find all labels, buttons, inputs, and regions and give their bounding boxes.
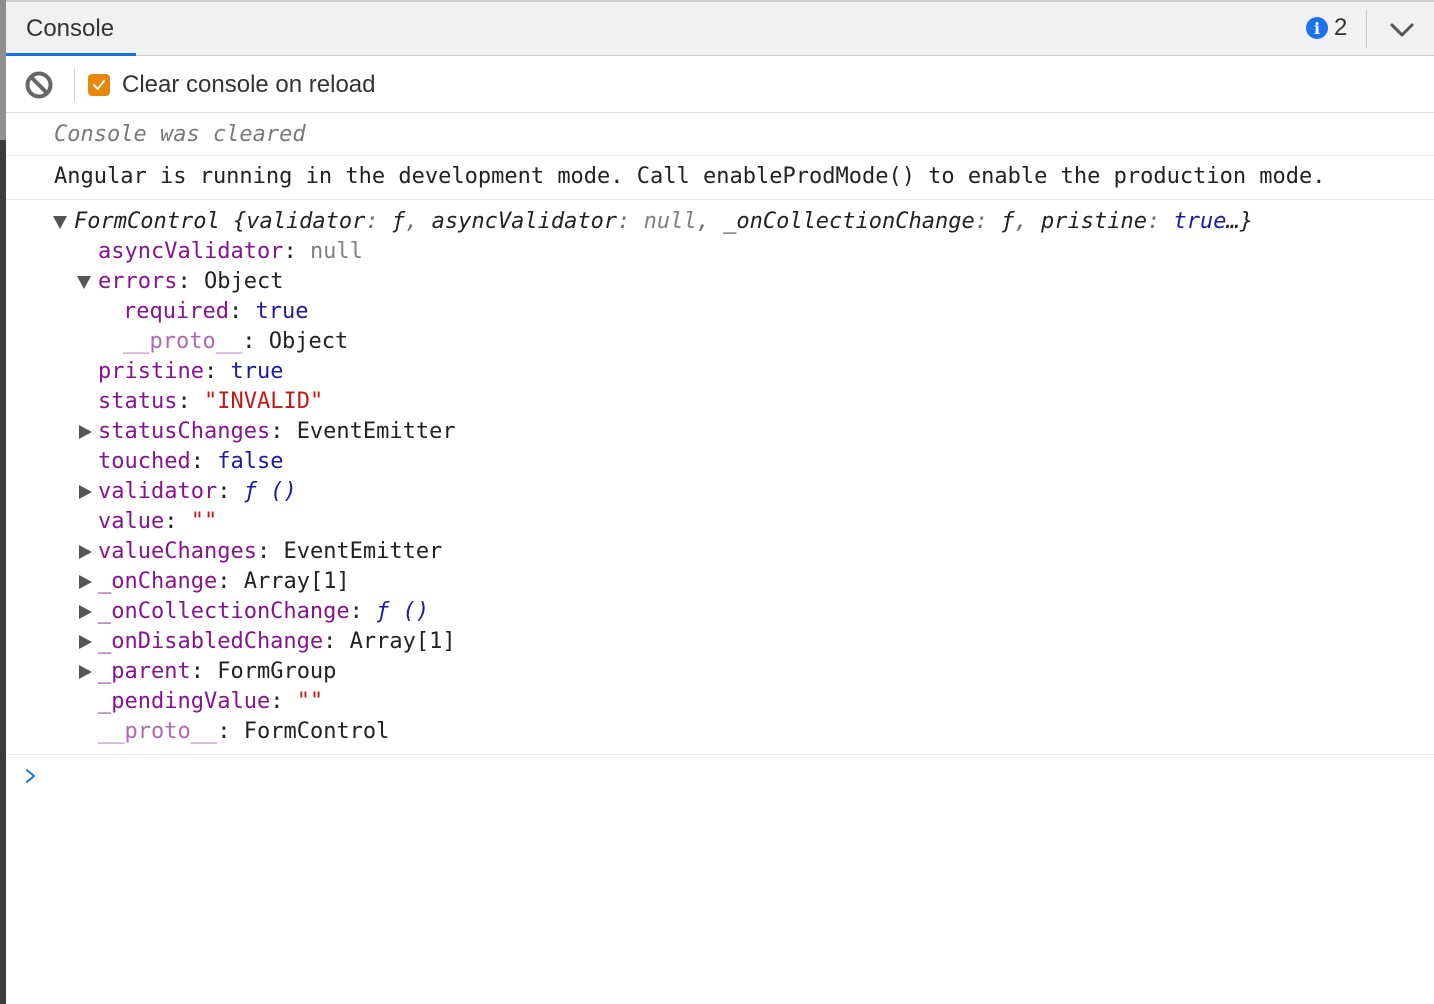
active-tab-indicator (6, 53, 136, 57)
console-cleared-message: Console was cleared (6, 114, 1434, 156)
drawer-tab-bar: Console i 2 (6, 0, 1434, 57)
property-row[interactable]: required: true (123, 299, 309, 324)
expand-triangle-icon[interactable] (79, 485, 92, 499)
property-row[interactable]: touched: false (98, 449, 284, 474)
property-row[interactable]: asyncValidator: null (98, 239, 363, 264)
property-row[interactable]: valueChanges: EventEmitter (98, 539, 443, 564)
tab-console-label: Console (26, 15, 115, 42)
info-messages-badge[interactable]: i 2 (1306, 12, 1347, 44)
property-row[interactable]: _pendingValue: "" (98, 689, 324, 714)
toolbar-divider (74, 68, 75, 102)
clear-console-icon[interactable] (24, 70, 54, 100)
property-row[interactable]: statusChanges: EventEmitter (98, 419, 456, 444)
angular-dev-mode-text[interactable]: Angular is running in the development mo… (54, 164, 1326, 189)
info-count: 2 (1334, 14, 1348, 41)
console-prompt-icon[interactable] (24, 766, 38, 786)
expand-triangle-icon[interactable] (79, 425, 92, 439)
expand-triangle-icon[interactable] (79, 635, 92, 649)
property-row[interactable]: _onCollectionChange: ƒ () (98, 599, 430, 624)
property-row[interactable]: value: "" (98, 509, 218, 534)
expand-triangle-icon[interactable] (79, 665, 92, 679)
expand-triangle-icon[interactable] (79, 545, 92, 559)
chevron-down-icon[interactable] (1386, 14, 1418, 46)
property-row[interactable]: _parent: FormGroup (98, 659, 337, 684)
console-log-message: Angular is running in the development mo… (6, 156, 1434, 200)
clear-on-reload-checkbox[interactable] (88, 74, 110, 96)
object-inspector: FormControl {validator: ƒ, asyncValidato… (6, 200, 1434, 755)
clear-on-reload-label[interactable]: Clear console on reload (122, 71, 376, 98)
property-row[interactable]: __proto__: FormControl (98, 719, 390, 744)
tab-bar-divider (1366, 10, 1367, 48)
checkmark-icon (93, 80, 105, 90)
property-row[interactable]: _onDisabledChange: Array[1] (98, 629, 456, 654)
property-row[interactable]: status: "INVALID" (98, 389, 324, 414)
devtools-drawer: Console i 2 Clear console on reload Cons… (6, 0, 1434, 1004)
expand-triangle-icon[interactable] (79, 575, 92, 589)
window-edge (0, 0, 6, 1004)
tab-console[interactable]: Console (6, 2, 136, 57)
expand-triangle-icon[interactable] (77, 276, 91, 289)
console-toolbar: Clear console on reload (6, 56, 1434, 113)
object-summary[interactable]: FormControl {validator: ƒ, asyncValidato… (74, 209, 1253, 234)
console-cleared-text: Console was cleared (54, 122, 306, 147)
expand-triangle-icon[interactable] (79, 605, 92, 619)
info-icon: i (1306, 17, 1328, 39)
property-row[interactable]: pristine: true (98, 359, 284, 384)
expand-triangle-icon[interactable] (53, 216, 67, 229)
property-row[interactable]: __proto__: Object (123, 329, 349, 354)
property-row[interactable]: validator: ƒ () (98, 479, 297, 504)
property-row[interactable]: _onChange: Array[1] (98, 569, 350, 594)
property-row[interactable]: errors: Object (98, 269, 284, 294)
